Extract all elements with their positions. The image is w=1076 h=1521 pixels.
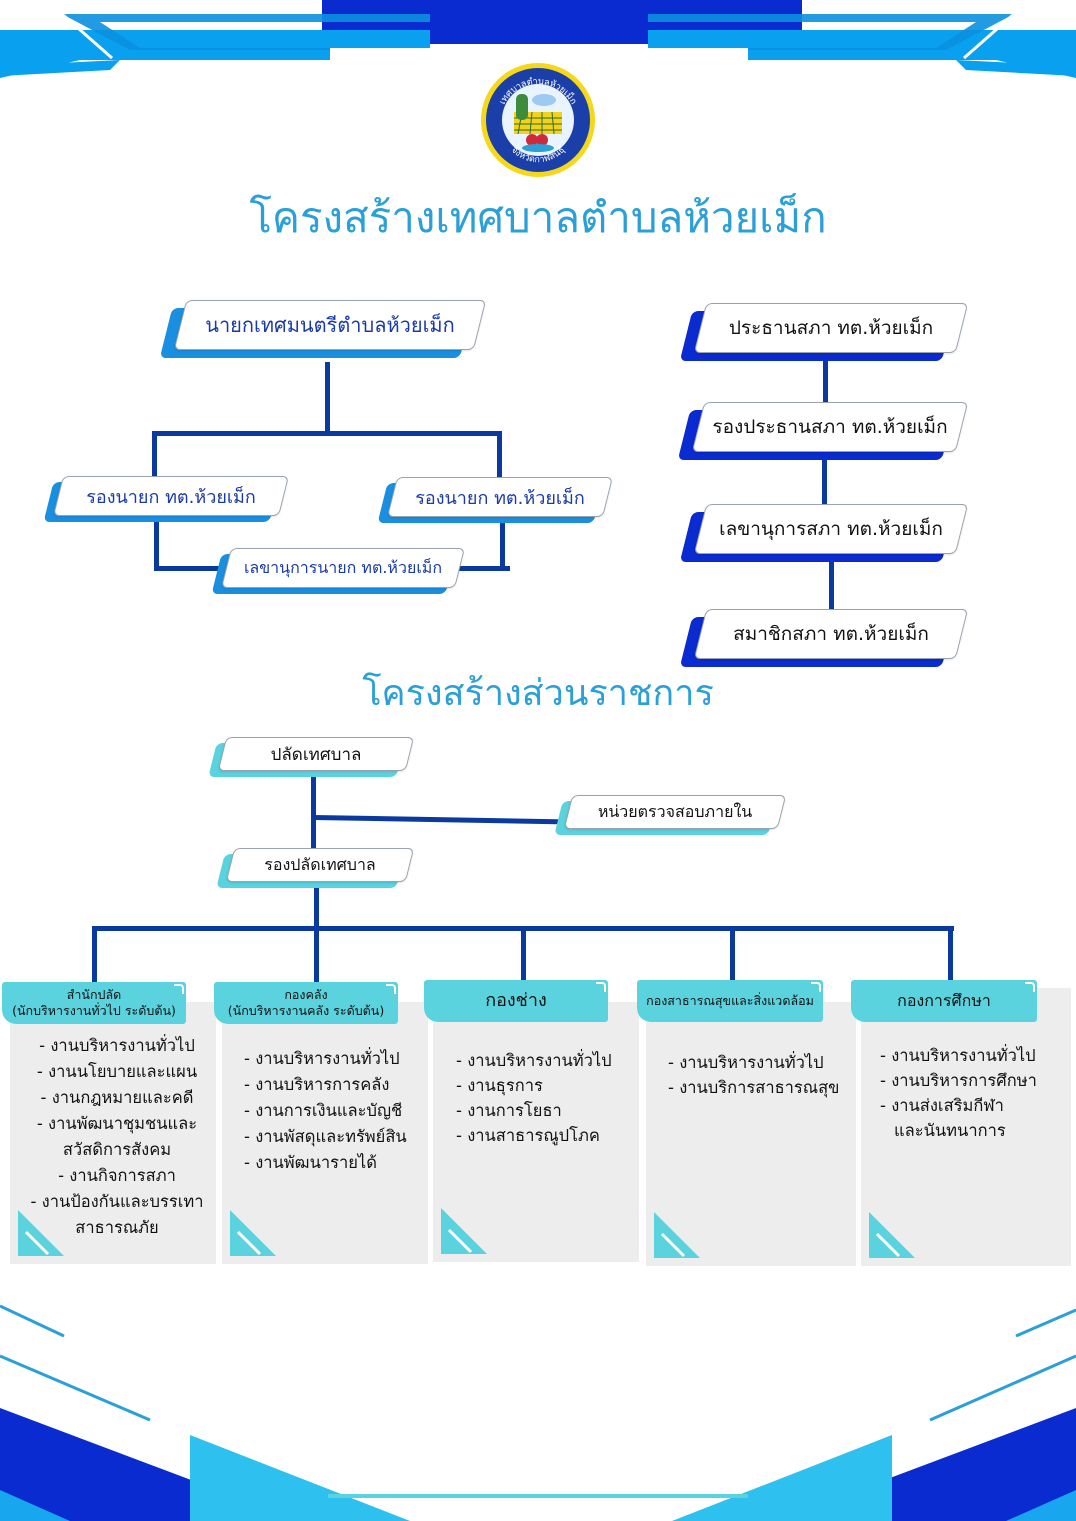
connector-clerk-audit	[313, 815, 565, 825]
task-item: สวัสดิการสังคม	[62, 1140, 172, 1159]
connector-exec-left-down	[152, 431, 157, 483]
task-item: - งานการโยธา	[456, 1101, 562, 1120]
corner-triangle-icon	[230, 1210, 276, 1256]
mayor-label: นายกเทศมนตรีตำบลห้วยเม็ก	[205, 313, 455, 337]
department-panel-1	[10, 1002, 216, 1264]
department-tasks-2: - งานบริหารงานทั่วไป - งานบริหารการคลัง …	[244, 1046, 407, 1176]
task-item: - งานบริหารงานทั่วไป	[244, 1049, 400, 1068]
task-item: - งานบริหารการคลัง	[244, 1075, 390, 1094]
connector-council-3	[829, 553, 834, 613]
corner-triangle-icon	[18, 1210, 64, 1256]
council-vice-chair-box: รองประธานสภา ทต.ห้วยเม็ก	[677, 402, 969, 460]
mayor-secretary-box: เลขานุการนายก ทต.ห้วยเม็ก	[211, 548, 465, 594]
corner-triangle-icon	[654, 1212, 700, 1258]
department-name-5: กองการศึกษา	[897, 991, 991, 1010]
connector-mayor-down	[325, 362, 330, 432]
department-name-2: กองคลัง	[284, 987, 328, 1002]
connector-council-1	[823, 352, 828, 408]
task-item: - งานการเงินและบัญชี	[244, 1101, 403, 1120]
task-item: - งานนโยบายและแผน	[36, 1062, 198, 1081]
task-item: - งานบริการสาธารณสุข	[668, 1078, 840, 1097]
task-item: - งานกฎหมายและคดี	[40, 1088, 194, 1107]
connector-dept-4	[730, 926, 735, 982]
corner-triangle-icon	[869, 1212, 915, 1258]
department-tasks-3: - งานบริหารงานทั่วไป - งานธุรการ - งานกา…	[456, 1048, 612, 1148]
department-panel-2	[222, 1002, 428, 1264]
task-item: - งานป้องกันและบรรเทา	[30, 1192, 204, 1211]
deputy-clerk-box: รองปลัดเทศบาล	[216, 848, 415, 888]
connector-deputy-clerk-down	[314, 884, 319, 930]
connector-council-2	[822, 452, 827, 508]
department-tasks-1: - งานบริหารงานทั่วไป - งานนโยบายและแผน -…	[22, 1033, 212, 1241]
connector-exec-left-lower	[154, 518, 159, 570]
deputy-mayor-right-box: รองนายก ทต.ห้วยเม็ก	[377, 477, 613, 523]
connector-dept-5	[948, 926, 953, 982]
task-item: - งานสาธารณูปโภค	[456, 1126, 600, 1145]
footer-decoration	[0, 1304, 1076, 1521]
department-header-2: กองคลัง (นักบริหารงานคลัง ระดับต้น)	[214, 982, 398, 1024]
internal-audit-box: หน่วยตรวจสอบภายใน	[554, 795, 787, 835]
task-item: - งานพัฒนารายได้	[244, 1153, 377, 1172]
clerk-box: ปลัดเทศบาล	[208, 737, 415, 777]
connector-dept-3	[521, 926, 526, 982]
department-panel-4	[646, 1002, 856, 1266]
page-title: โครงสร้างเทศบาลตำบลห้วยเม็ก	[249, 193, 827, 242]
department-header-1: สำนักปลัด (นักบริหารงานทั่วไป ระดับต้น)	[2, 982, 186, 1024]
task-item: - งานบริหารงานทั่วไป	[880, 1046, 1036, 1065]
council-chair-label: ประธานสภา ทต.ห้วยเม็ก	[728, 317, 934, 339]
mayor-secretary-label: เลขานุการนายก ทต.ห้วยเม็ก	[243, 557, 443, 577]
task-item: - งานบริหารงานทั่วไป	[668, 1053, 824, 1072]
task-item: สาธารณภัย	[75, 1218, 159, 1237]
task-item: และนันทนาการ	[894, 1121, 1006, 1140]
connector-dept-1	[92, 926, 97, 982]
council-members-label: สมาชิกสภา ทต.ห้วยเม็ก	[733, 623, 929, 645]
council-vice-chair-label: รองประธานสภา ทต.ห้วยเม็ก	[712, 416, 948, 438]
clerk-label: ปลัดเทศบาล	[270, 744, 362, 765]
department-header-4: กองสาธารณสุขและสิ่งแวดล้อม	[637, 980, 823, 1022]
task-item: - งานบริหารงานทั่วไป	[456, 1051, 612, 1070]
department-header-5: กองการศึกษา	[851, 980, 1037, 1022]
department-subtitle-2: (นักบริหารงานคลัง ระดับต้น)	[227, 1003, 385, 1018]
council-secretary-box: เลขานุการสภา ทต.ห้วยเม็ก	[679, 504, 969, 562]
connector-exec-right-down	[497, 431, 502, 483]
connector-clerk-down	[311, 772, 316, 852]
department-name-4: กองสาธารณสุขและสิ่งแวดล้อม	[646, 993, 814, 1008]
deputy-mayor-left-label: รองนายก ทต.ห้วยเม็ก	[86, 486, 256, 508]
department-panel-5	[861, 988, 1071, 1266]
mayor-box: นายกเทศมนตรีตำบลห้วยเม็ก	[159, 300, 487, 358]
header-decoration	[0, 0, 1076, 78]
department-header-3: กองช่าง	[424, 980, 608, 1022]
deputy-mayor-right-label: รองนายก ทต.ห้วยเม็ก	[415, 487, 585, 509]
task-item: - งานธุรการ	[456, 1076, 543, 1095]
task-item: - งานกิจการสภา	[58, 1166, 176, 1185]
connector-exec-right-lower	[500, 518, 505, 570]
task-item: - งานบริหารงานทั่วไป	[39, 1036, 195, 1055]
department-panel-3	[433, 1002, 639, 1262]
deputy-clerk-label: รองปลัดเทศบาล	[264, 854, 376, 874]
council-members-box: สมาชิกสภา ทต.ห้วยเม็ก	[679, 609, 969, 667]
corner-triangle-icon	[441, 1208, 487, 1254]
internal-audit-label: หน่วยตรวจสอบภายใน	[597, 801, 753, 821]
task-item: - งานบริหารการศึกษา	[880, 1071, 1037, 1090]
task-item: - งานส่งเสริมกีฬา	[880, 1096, 1004, 1115]
section-title: โครงสร้างส่วนราชการ	[362, 673, 714, 714]
connector-exec-horizontal	[152, 431, 502, 436]
municipality-seal-logo: เทศบาลตำบลห้วยเม็ก จังหวัดกาฬสินธุ์	[481, 63, 595, 177]
department-tasks-5: - งานบริหารงานทั่วไป - งานบริหารการศึกษา…	[880, 1043, 1037, 1143]
department-name-1: สำนักปลัด	[66, 987, 122, 1002]
department-name-3: กองช่าง	[485, 990, 547, 1011]
task-item: - งานพัสดุและทรัพย์สิน	[244, 1127, 407, 1146]
department-subtitle-1: (นักบริหารงานทั่วไป ระดับต้น)	[12, 1003, 176, 1018]
council-secretary-label: เลขานุการสภา ทต.ห้วยเม็ก	[719, 518, 943, 540]
deputy-mayor-left-box: รองนายก ทต.ห้วยเม็ก	[43, 476, 289, 522]
council-chair-box: ประธานสภา ทต.ห้วยเม็ก	[679, 303, 969, 361]
connector-dept-2	[314, 926, 319, 982]
task-item: - งานพัฒนาชุมชนและ	[36, 1114, 198, 1133]
department-tasks-4: - งานบริหารงานทั่วไป - งานบริการสาธารณสุ…	[668, 1050, 839, 1100]
